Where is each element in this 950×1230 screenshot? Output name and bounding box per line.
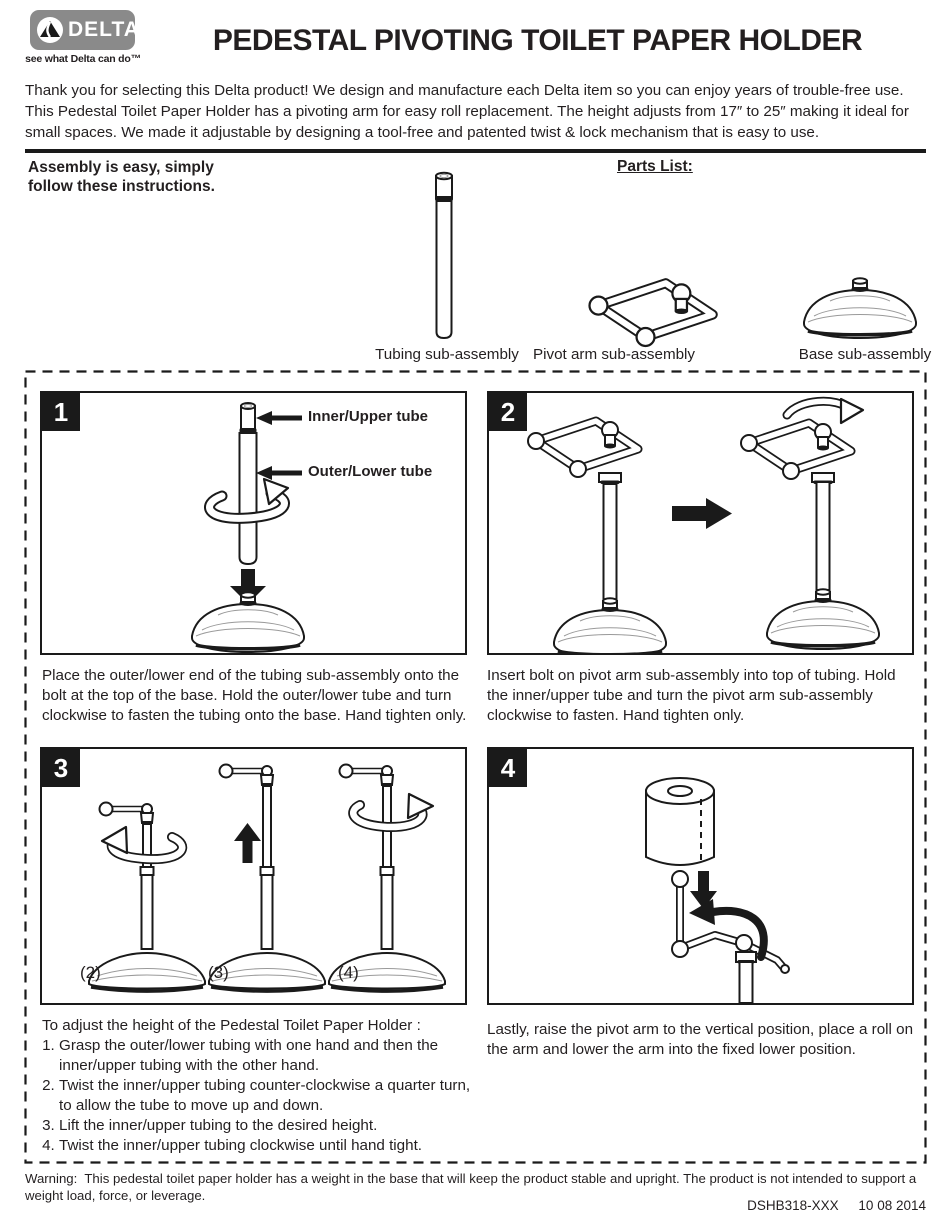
steps-dashed-border <box>24 370 927 1164</box>
step-4-number-badge: 4 <box>489 749 527 787</box>
step-3-number-badge: 3 <box>42 749 80 787</box>
part-label-base: Base sub-assembly <box>798 346 932 363</box>
step-4-caption: Lastly, raise the pivot arm to the verti… <box>487 1021 914 1058</box>
step-4-panel: 4 <box>487 747 914 1005</box>
step-2-caption: Insert bolt on pivot arm sub-assembly in… <box>487 667 896 724</box>
document-footer: DSHB318-XXX 10 08 2014 <box>600 1198 926 1213</box>
part-label-pivot-arm: Pivot arm sub-assembly <box>532 346 696 363</box>
figure-label-4: (4) <box>338 963 359 982</box>
tubing-sub-assembly-figure <box>435 171 453 340</box>
base-sub-assembly-figure <box>802 276 918 340</box>
step-2-figure <box>489 396 881 660</box>
figure-label-3: (3) <box>208 963 229 982</box>
warning-text: Warning: This pedestal toilet paper hold… <box>25 1171 920 1203</box>
step-3-item: Lift the inner/upper tubing to the desir… <box>59 1116 477 1136</box>
divider-rule <box>25 149 926 153</box>
step-3-item: Twist the inner/upper tubing clockwise u… <box>59 1136 477 1156</box>
delta-triangle-icon <box>36 16 64 44</box>
brand-text: DELTA. <box>68 18 147 41</box>
step-3-panel: 3 <box>40 747 467 1005</box>
step-3-item: Grasp the outer/lower tubing with one ha… <box>59 1036 477 1076</box>
step-3-caption: To adjust the height of the Pedestal Toi… <box>42 1016 477 1156</box>
part-label-tubing: Tubing sub-assembly <box>375 346 519 363</box>
parts-list-heading: Parts List: <box>617 158 693 175</box>
step-1-figure <box>190 402 306 654</box>
step-1-number-badge: 1 <box>42 393 80 431</box>
figure-label-2: (2) <box>80 963 101 982</box>
label-inner-upper-tube: Inner/Upper tube <box>308 408 429 425</box>
assembly-note: Assembly is easy, simply follow these in… <box>28 159 215 195</box>
step-3-figure <box>87 763 447 993</box>
delta-logo: DELTA. <box>30 10 146 50</box>
step-3-caption-intro: To adjust the height of the Pedestal Toi… <box>42 1017 421 1034</box>
step-3-item: Twist the inner/upper tubing counter-clo… <box>59 1076 477 1116</box>
label-outer-lower-tube: Outer/Lower tube <box>308 463 433 480</box>
doc-number: DSHB318-XXX <box>747 1198 839 1213</box>
page-title: PEDESTAL PIVOTING TOILET PAPER HOLDER <box>212 24 863 57</box>
step-3-instruction-list: Grasp the outer/lower tubing with one ha… <box>42 1036 477 1156</box>
step-4-figure <box>645 777 790 1004</box>
pivot-arm-sub-assembly-figure <box>582 274 720 352</box>
step-2-panel: 2 <box>487 391 914 660</box>
step-1-caption: Place the outer/lower end of the tubing … <box>42 667 467 724</box>
doc-date: 10 08 2014 <box>858 1198 926 1213</box>
logo-tagline: see what Delta can do™ <box>25 53 141 65</box>
step-1-panel: 1 Inner/Upper tube Outer/Lower tube <box>40 391 467 655</box>
step-2-number-badge: 2 <box>489 393 527 431</box>
intro-paragraph: Thank you for selecting this Delta produ… <box>25 82 909 141</box>
